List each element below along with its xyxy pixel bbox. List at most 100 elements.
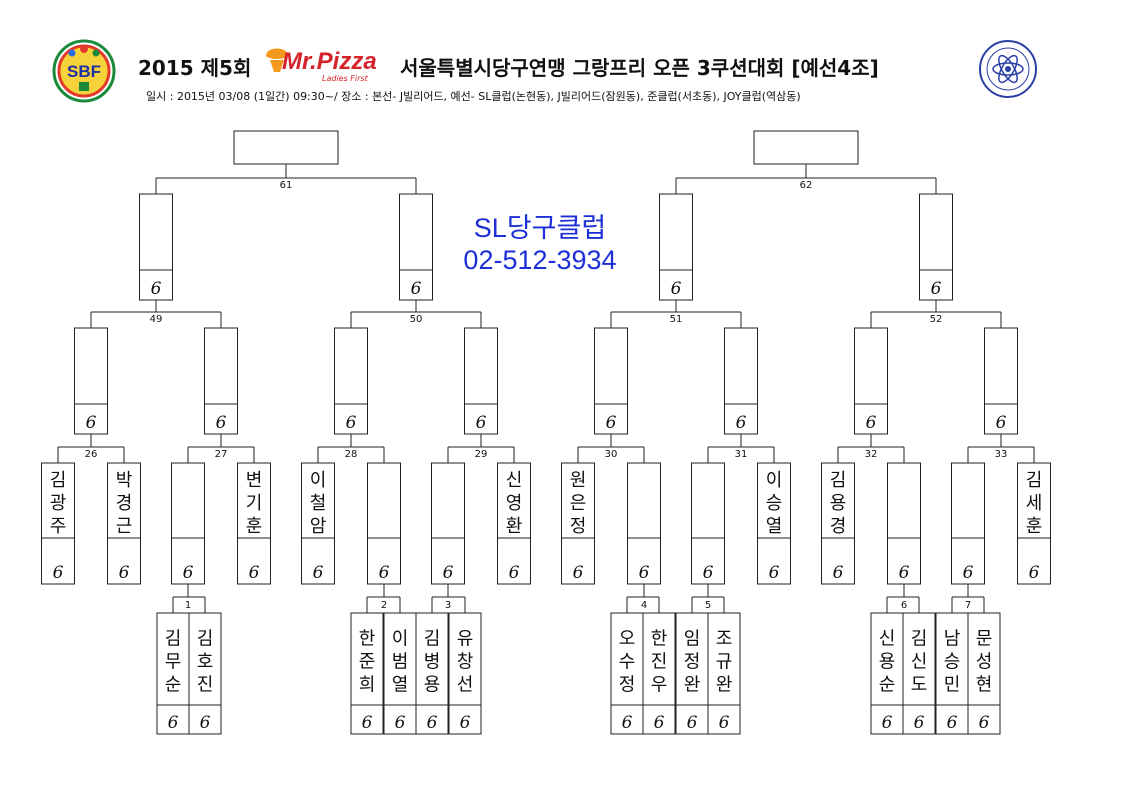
score-value: 6	[119, 563, 130, 583]
r16-slot-2[interactable]: 6	[399, 193, 433, 301]
brand-slogan: Ladies First	[322, 74, 368, 83]
slot-box	[237, 462, 271, 585]
match-number-r6: 6	[901, 600, 907, 611]
match-number-r33: 33	[995, 449, 1008, 460]
score-value: 6	[151, 279, 162, 299]
r32-slot-3[interactable]: 6	[334, 327, 368, 435]
score-value: 6	[719, 713, 730, 733]
score-value: 6	[379, 563, 390, 583]
r32-slot-1[interactable]: 6	[74, 327, 108, 435]
score-value: 6	[313, 563, 324, 583]
slot-box	[984, 327, 1018, 435]
score-value: 6	[996, 413, 1007, 433]
score-value: 6	[395, 713, 406, 733]
logo-left-text: SBF	[67, 62, 101, 81]
r16-slot-3[interactable]: 6	[659, 193, 693, 301]
slot-box	[399, 193, 433, 301]
match-number-r27: 27	[215, 449, 228, 460]
slot-box	[951, 462, 985, 585]
slot-box	[967, 612, 1001, 735]
r64-slot-15[interactable]: 6	[951, 462, 985, 585]
final-slot-2[interactable]	[753, 130, 859, 165]
score-value: 6	[362, 713, 373, 733]
r32-slot-4[interactable]: 6	[464, 327, 498, 435]
slot-box	[415, 612, 449, 735]
score-value: 6	[899, 563, 910, 583]
slot-box	[627, 462, 661, 585]
r32-slot-8[interactable]: 6	[984, 327, 1018, 435]
r64-slot-6[interactable]: 6	[367, 462, 401, 585]
match-number-r29: 29	[475, 449, 488, 460]
final-slot-1[interactable]	[233, 130, 339, 165]
r64-slot-11[interactable]: 6	[691, 462, 725, 585]
r16-slot-4[interactable]: 6	[919, 193, 953, 301]
r32-slot-5[interactable]: 6	[594, 327, 628, 435]
r32-slot-7[interactable]: 6	[854, 327, 888, 435]
score-value: 6	[183, 563, 194, 583]
score-value: 6	[443, 563, 454, 583]
slot-box	[707, 612, 741, 735]
slot-box	[431, 462, 465, 585]
score-value: 6	[1029, 563, 1040, 583]
r16-slot-1[interactable]: 6	[139, 193, 173, 301]
r64-slot-10[interactable]: 6	[627, 462, 661, 585]
score-value: 6	[168, 713, 179, 733]
match-number-r1: 1	[185, 600, 191, 611]
slot-box	[757, 462, 791, 585]
score-value: 6	[476, 413, 487, 433]
score-value: 6	[411, 279, 422, 299]
r32-slot-6[interactable]: 6	[724, 327, 758, 435]
score-value: 6	[460, 713, 471, 733]
r64-slot-14[interactable]: 6	[887, 462, 921, 585]
score-value: 6	[53, 563, 64, 583]
score-value: 6	[622, 713, 633, 733]
r32-slot-2[interactable]: 6	[204, 327, 238, 435]
r64-slot-7[interactable]: 6	[431, 462, 465, 585]
score-value: 6	[931, 279, 942, 299]
match-number-r5: 5	[705, 600, 711, 611]
slot-box	[935, 612, 969, 735]
score-value: 6	[703, 563, 714, 583]
score-value: 6	[671, 279, 682, 299]
match-number-r32: 32	[865, 449, 878, 460]
score-value: 6	[866, 413, 877, 433]
r64-slot-3[interactable]: 6	[171, 462, 205, 585]
slot-box	[139, 193, 173, 301]
slot-box	[610, 612, 644, 735]
promo-club-name: SL당구클럽	[473, 213, 607, 243]
